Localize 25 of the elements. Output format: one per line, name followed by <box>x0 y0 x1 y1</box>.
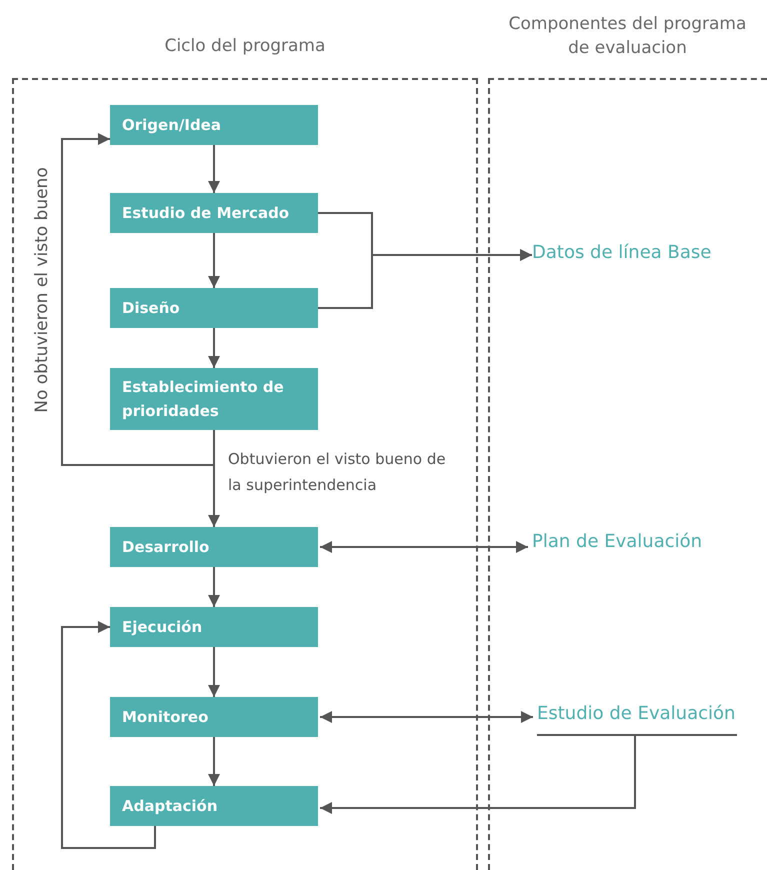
process-box: Estudio de Mercado <box>110 193 318 233</box>
arrow <box>208 737 220 786</box>
arrow <box>61 621 156 849</box>
column-heading: Componentes del programa de evaluacion <box>508 13 748 60</box>
process-box: Adaptación <box>110 786 318 826</box>
process-box: Origen/Idea <box>110 105 318 145</box>
arrow <box>320 736 636 814</box>
arrow <box>320 711 533 723</box>
process-box: Ejecución <box>110 607 318 647</box>
process-box: Monitoreo <box>110 697 318 737</box>
arrow <box>208 567 220 607</box>
component-label: Estudio de Evaluación <box>537 702 737 736</box>
column-heading: Ciclo del programa <box>164 35 326 58</box>
process-box: Desarrollo <box>110 527 318 567</box>
arrow <box>208 647 220 697</box>
arrow <box>61 133 215 466</box>
component-label: Plan de Evaluación <box>532 530 732 558</box>
process-box: Diseño <box>110 288 318 328</box>
arrow <box>208 233 220 288</box>
arrow <box>320 541 528 553</box>
process-box: Establecimiento de prioridades <box>110 368 318 430</box>
arrow <box>318 249 532 309</box>
component-label: Datos de línea Base <box>532 241 732 269</box>
arrow <box>208 328 220 368</box>
arrow <box>208 145 220 193</box>
